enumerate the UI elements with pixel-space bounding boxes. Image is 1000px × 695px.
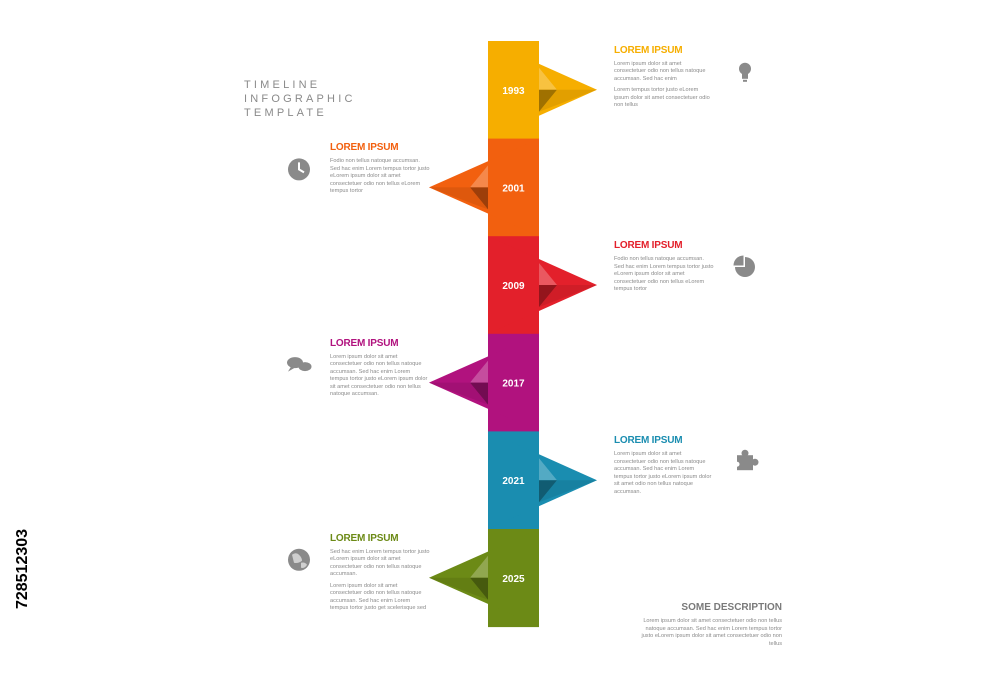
pyramid-facet-light [539,67,557,90]
milestone-paragraph: Lorem tempus tortor justo eLorem ipsum d… [614,87,710,109]
milestone-2009: 2009 [488,236,755,335]
milestone-text-2009: LOREM IPSUM Fodio non tellus natoque accu… [614,240,714,298]
milestone-1993: 1993 [488,41,751,140]
milestone-2001: 2001 [288,138,539,237]
description-heading: SOME DESCRIPTION [681,602,782,613]
pyramid-facet-light [539,458,557,481]
clock-icon [288,158,310,181]
pyramid-facet-light [470,165,488,188]
pie-chart-icon [733,255,755,277]
stock-id-text: 728512303 [14,528,31,610]
milestone-paragraph: Fodio non tellus natoque accumsan. Sed h… [614,256,714,292]
pyramid-facet-light [539,263,557,285]
milestone-2021: 2021 [488,431,759,530]
milestone-heading: LOREM IPSUM [614,435,683,447]
year-label: 2021 [502,476,525,487]
infographic-title: TIMELINE INFOGRAPHIC TEMPLATE [244,78,356,120]
pyramid-facet-shadow [429,577,488,600]
title-line-2: INFOGRAPHIC [244,93,356,105]
milestone-body: Fodio non tellus natoque accumsan. Sed h… [614,256,714,294]
milestone-2025: 2025 [288,529,539,628]
milestone-body: Sed hac enim Lorem tempus tortor justo e… [330,549,430,613]
chat-bubbles-icon [287,357,312,372]
milestone-body: Fodio non tellus natoque accumsan. Sed h… [330,158,430,196]
milestone-heading: LOREM IPSUM [330,337,399,349]
milestone-body: Lorem ipsum dolor sit amet consectetuer … [330,354,430,399]
pyramid-facet-light [470,360,488,383]
year-label: 1993 [502,86,525,97]
year-label: 2025 [502,574,525,585]
milestone-heading: LOREM IPSUM [614,240,683,251]
milestone-2017: 2017 [287,333,539,432]
title-line-1: TIMELINE [244,79,321,91]
milestone-heading: LOREM IPSUM [330,142,399,154]
milestone-text-2001: LOREM IPSUM Fodio non tellus natoque accu… [330,142,430,200]
pyramid-facet-light [470,555,488,578]
globe-icon [288,548,310,571]
milestone-heading: LOREM IPSUM [330,532,399,544]
milestone-paragraph: Lorem ipsum dolor sit amet consectetuer … [330,353,428,398]
pyramid-facet-shadow [429,382,488,405]
milestone-paragraph: Lorem ipsum dolor sit amet consectetuer … [614,60,706,82]
lightbulb-icon [739,62,751,82]
pyramid-facet-shadow [539,285,597,307]
milestone-text-2025: LOREM IPSUM Sed hac enim Lorem tempus tor… [330,533,430,617]
description-block: SOME DESCRIPTION Lorem ipsum dolor sit a… [640,602,782,648]
stock-id-label: 728512303 [10,464,36,674]
milestone-text-2021: LOREM IPSUM Lorem ipsum dolor sit amet co… [614,435,714,500]
pyramid-facet-shadow [539,89,597,112]
milestone-paragraph: Fodio non tellus natoque accumsan. Sed h… [330,158,430,195]
milestone-body: Lorem ipsum dolor sit amet consectetuer … [614,61,714,110]
pyramid-facet-shadow [429,187,488,210]
milestone-heading: LOREM IPSUM [614,44,683,56]
year-label: 2017 [502,379,525,390]
milestone-body: Lorem ipsum dolor sit amet consectetuer … [614,451,714,496]
year-label: 2009 [502,281,525,292]
pyramid-facet-shadow [539,480,597,503]
milestone-text-1993: LOREM IPSUM Lorem ipsum dolor sit amet co… [614,45,714,114]
year-label: 2001 [502,183,525,194]
title-line-3: TEMPLATE [244,107,327,119]
description-body: Lorem ipsum dolor sit amet consectetuer … [641,618,782,647]
milestone-text-2017: LOREM IPSUM Lorem ipsum dolor sit amet co… [330,338,430,403]
milestone-paragraph: Lorem ipsum dolor sit amet consectetuer … [330,582,427,612]
puzzle-icon [734,449,759,471]
milestone-paragraph: Sed hac enim Lorem tempus tortor justo e… [330,548,430,578]
milestone-paragraph: Lorem ipsum dolor sit amet consectetuer … [614,451,712,495]
